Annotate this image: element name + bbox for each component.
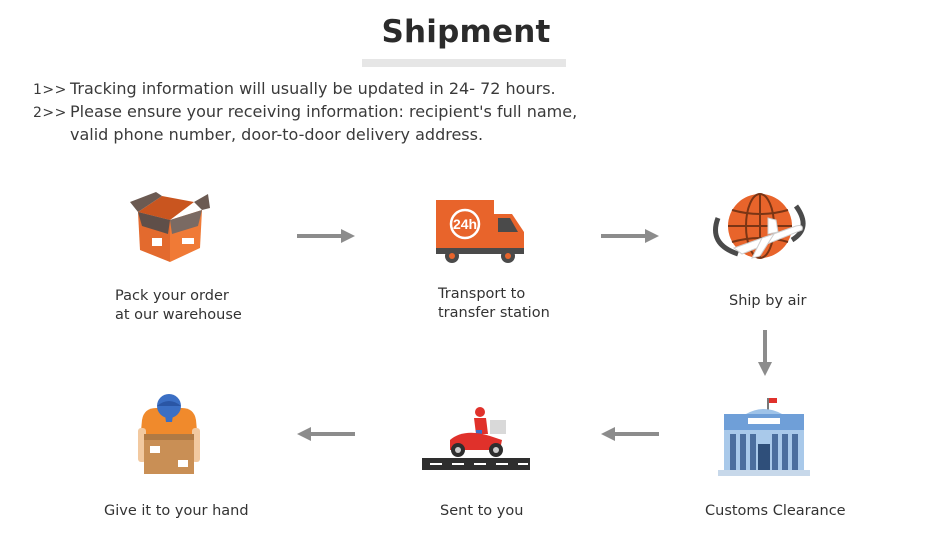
note-1-text: Tracking information will usually be upd… <box>70 79 556 98</box>
step-hand-line1: Give it to your hand <box>104 503 249 519</box>
step-hand-label: Give it to your hand <box>104 502 249 521</box>
step-sent-label: Sent to you <box>440 502 523 521</box>
arrow-down-icon <box>758 330 772 376</box>
note-2-continued: valid phone number, door-to-door deliver… <box>33 124 577 145</box>
step-sent-line1: Sent to you <box>440 503 524 519</box>
delivery-person-icon <box>134 390 204 480</box>
truck-24h-icon: 24h <box>434 196 528 266</box>
title-underline <box>362 59 566 67</box>
page-title: Shipment <box>381 14 551 50</box>
customs-building-icon <box>716 396 812 478</box>
box-icon <box>128 190 212 266</box>
step-customs-line1: Customs Clearance <box>705 503 846 519</box>
step-pack-label: Pack your order at our warehouse <box>115 287 242 325</box>
svg-text:24h: 24h <box>453 216 477 232</box>
arrow-right-icon <box>297 229 355 243</box>
step-pack-line2: at our warehouse <box>115 307 242 323</box>
step-air-label: Ship by air <box>729 292 807 311</box>
note-1-number: 1>> <box>33 82 67 98</box>
scooter-courier-icon <box>420 404 532 472</box>
step-transport-line2: transfer station <box>438 305 550 321</box>
shipment-notes: 1>>Tracking information will usually be … <box>33 78 577 145</box>
step-air-line1: Ship by air <box>729 293 807 309</box>
note-2-cont-text: valid phone number, door-to-door deliver… <box>70 125 484 144</box>
step-transport-label: Transport to transfer station <box>438 285 550 323</box>
note-2: 2>>Please ensure your receiving informat… <box>33 101 577 124</box>
arrow-left-icon <box>601 427 659 441</box>
globe-airplane-icon <box>712 188 810 270</box>
step-pack-line1: Pack your order <box>115 288 229 304</box>
note-2-number: 2>> <box>33 105 67 121</box>
note-2-text: Please ensure your receiving information… <box>70 102 578 121</box>
arrow-right-icon <box>601 229 659 243</box>
step-customs-label: Customs Clearance <box>705 502 846 521</box>
arrow-left-icon <box>297 427 355 441</box>
step-transport-line1: Transport to <box>438 286 526 302</box>
note-1: 1>>Tracking information will usually be … <box>33 78 577 101</box>
